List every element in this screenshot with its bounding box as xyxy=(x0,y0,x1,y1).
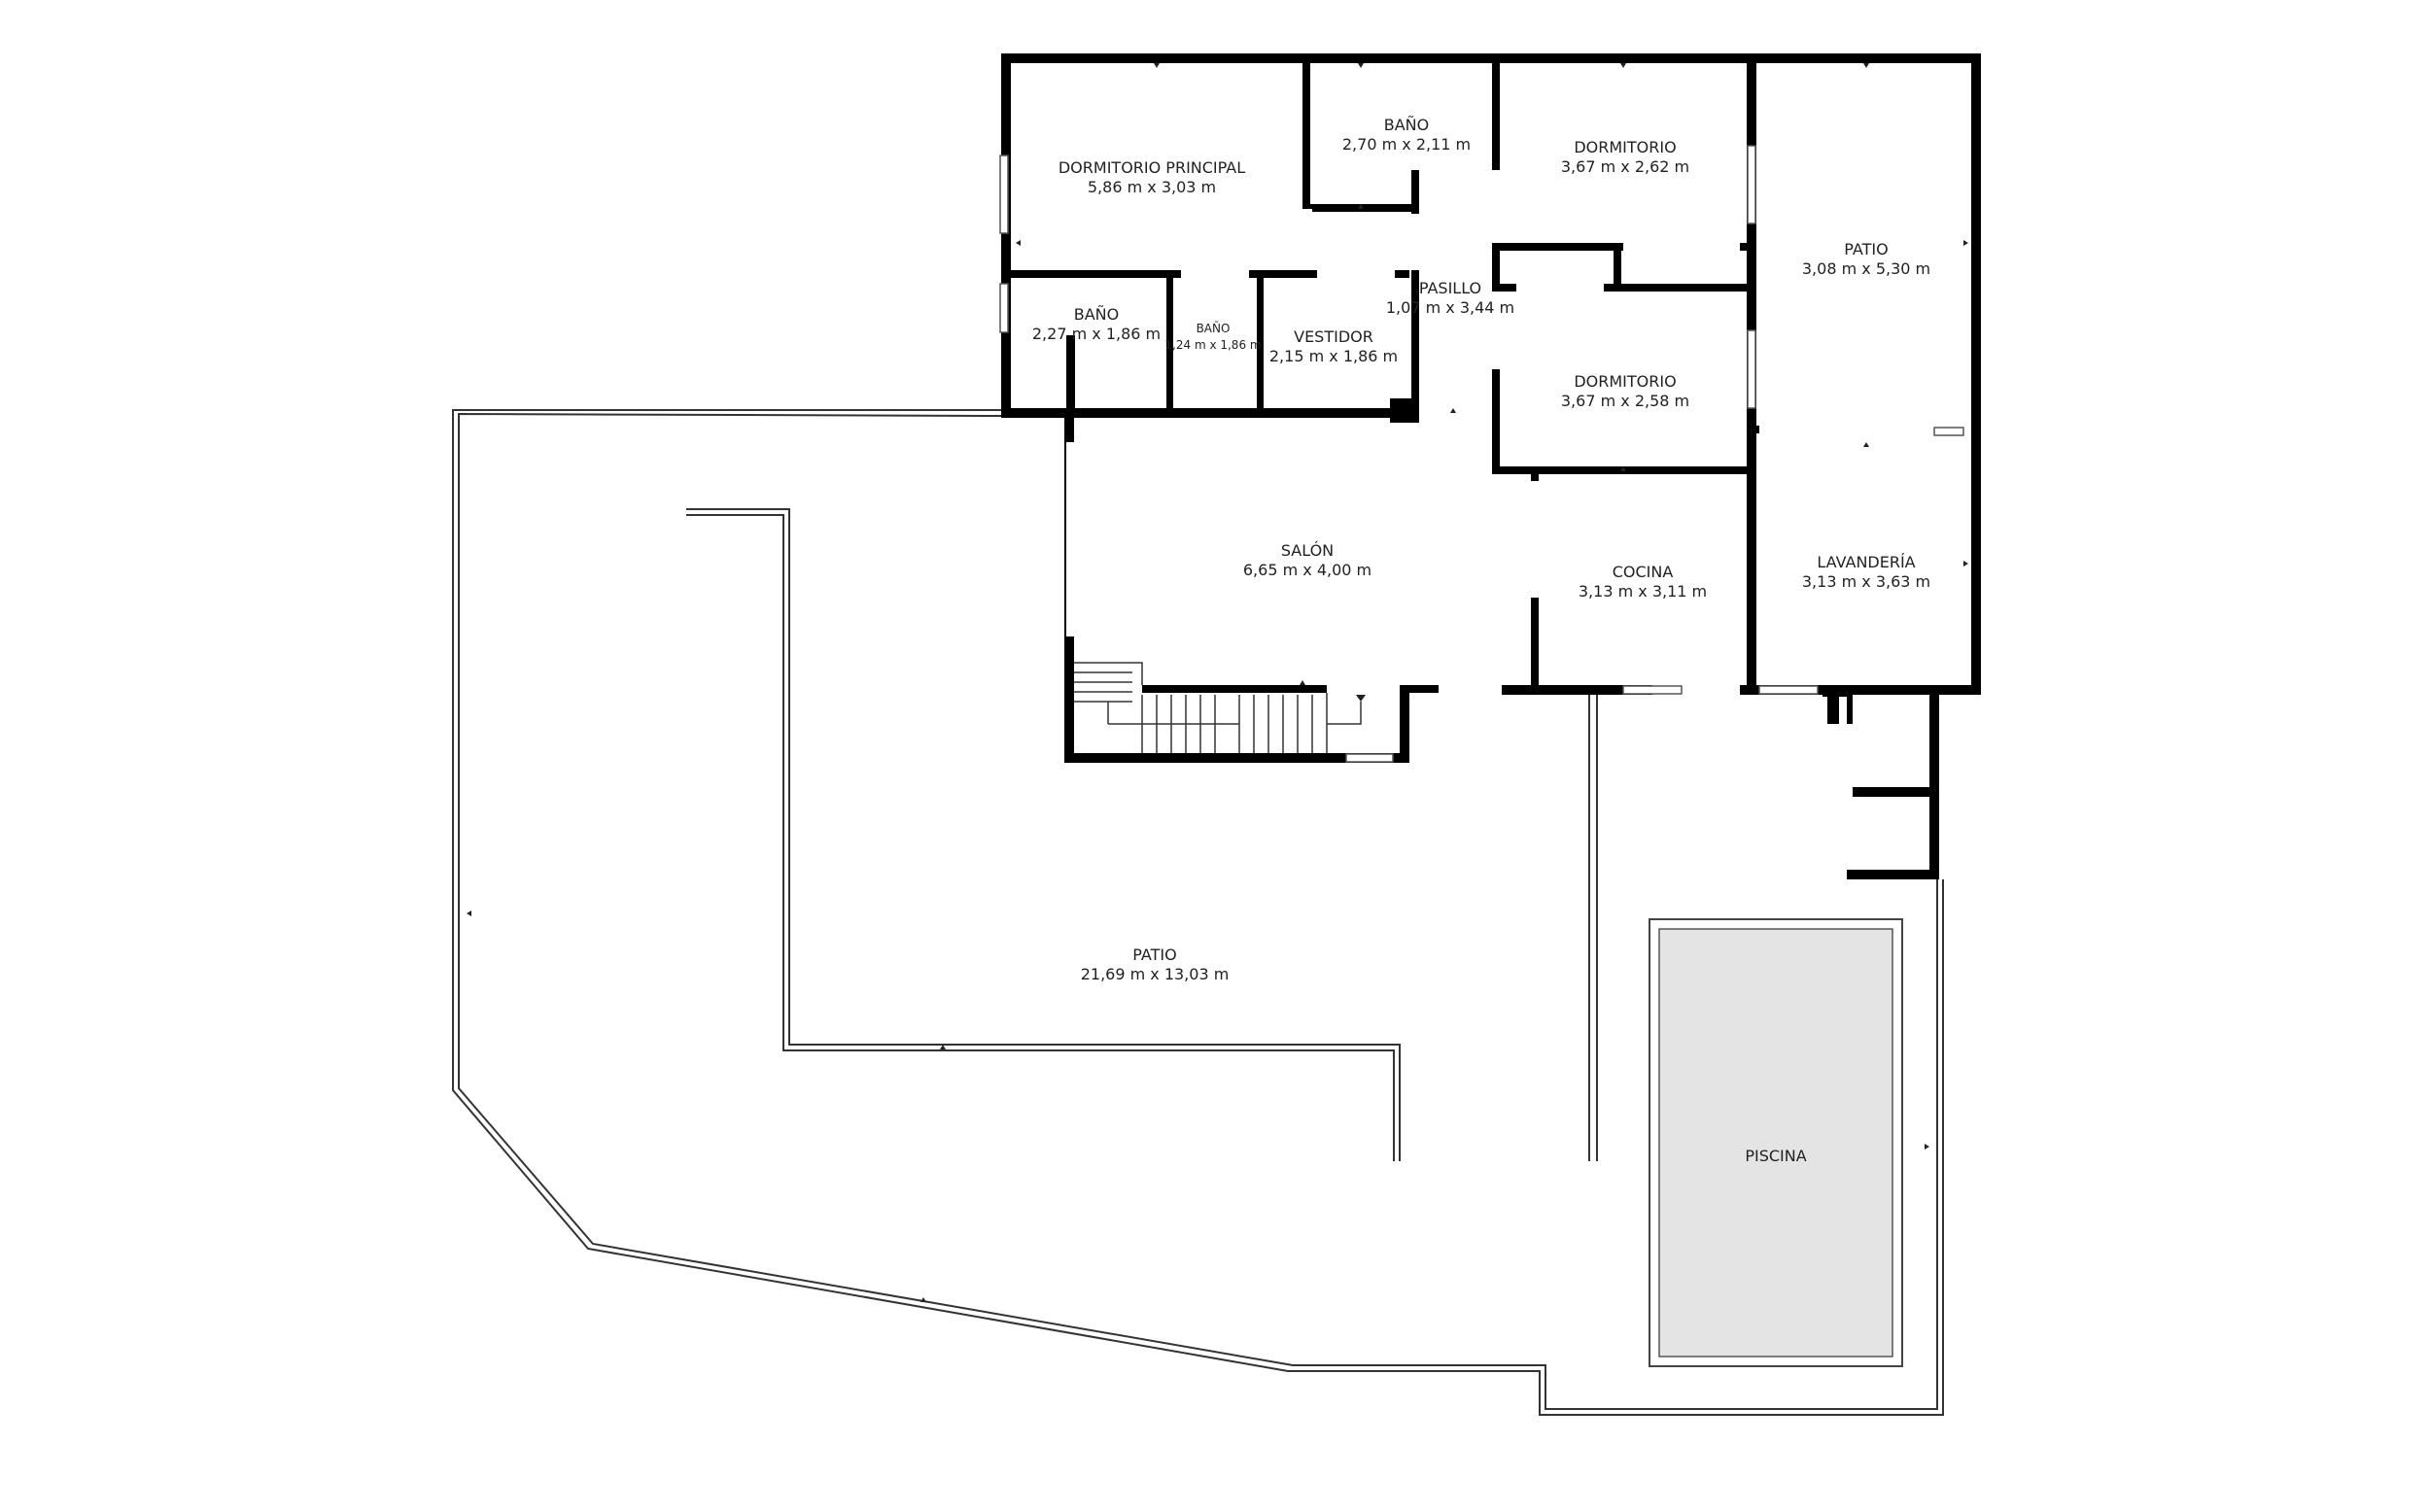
svg-text:PASILLO: PASILLO xyxy=(1419,279,1481,297)
stair-arrow-icon xyxy=(1356,695,1366,702)
svg-text:DORMITORIO: DORMITORIO xyxy=(1574,372,1676,391)
svg-text:BAÑO: BAÑO xyxy=(1384,116,1429,134)
svg-text:2,70 m x 2,11 m: 2,70 m x 2,11 m xyxy=(1342,135,1471,154)
svg-text:BAÑO: BAÑO xyxy=(1197,321,1231,335)
room-label-cocina: COCINA 3,13 m x 3,11 m xyxy=(1579,563,1707,601)
svg-text:DORMITORIO: DORMITORIO xyxy=(1574,138,1676,156)
svg-text:COCINA: COCINA xyxy=(1613,563,1674,581)
room-label-piscina: PISCINA xyxy=(1745,1147,1806,1165)
svg-text:1,07 m x 3,44 m: 1,07 m x 3,44 m xyxy=(1386,298,1514,317)
svg-text:3,08 m x 5,30 m: 3,08 m x 5,30 m xyxy=(1802,259,1930,278)
room-label-lavanderia: LAVANDERÍA 3,13 m x 3,63 m xyxy=(1802,553,1930,591)
svg-text:3,67 m x 2,58 m: 3,67 m x 2,58 m xyxy=(1561,392,1689,410)
room-label-patio-large: PATIO 21,69 m x 13,03 m xyxy=(1081,945,1230,983)
svg-text:SALÓN: SALÓN xyxy=(1281,541,1334,560)
svg-text:3,67 m x 2,62 m: 3,67 m x 2,62 m xyxy=(1561,157,1689,176)
windows xyxy=(999,145,1964,763)
room-label-bano-2: BAÑO 2,27 m x 1,86 m xyxy=(1032,305,1161,343)
room-label-dormitorio-1: DORMITORIO 3,67 m x 2,62 m xyxy=(1561,138,1689,176)
svg-text:PATIO: PATIO xyxy=(1132,945,1176,964)
svg-text:6,65 m x 4,00 m: 6,65 m x 4,00 m xyxy=(1243,561,1371,579)
openings xyxy=(1066,185,1934,870)
room-label-dormitorio-principal: DORMITORIO PRINCIPAL 5,86 m x 3,03 m xyxy=(1059,158,1245,196)
room-label-patio-small: PATIO 3,08 m x 5,30 m xyxy=(1802,240,1930,278)
svg-text:PATIO: PATIO xyxy=(1844,240,1888,258)
patio-boundary xyxy=(452,409,1944,1416)
room-label-bano-3: BAÑO 1,24 m x 1,86 m xyxy=(1164,321,1261,352)
room-label-salon: SALÓN 6,65 m x 4,00 m xyxy=(1243,541,1371,579)
svg-text:1,24 m x 1,86 m: 1,24 m x 1,86 m xyxy=(1164,338,1261,352)
svg-text:DORMITORIO PRINCIPAL: DORMITORIO PRINCIPAL xyxy=(1059,158,1245,177)
svg-text:2,27 m x 1,86 m: 2,27 m x 1,86 m xyxy=(1032,325,1161,343)
svg-text:BAÑO: BAÑO xyxy=(1074,305,1119,324)
door-markers xyxy=(467,63,1968,1302)
room-label-bano-1: BAÑO 2,70 m x 2,11 m xyxy=(1342,116,1471,154)
svg-text:2,15 m x 1,86 m: 2,15 m x 1,86 m xyxy=(1269,347,1398,365)
room-label-vestidor: VESTIDOR 2,15 m x 1,86 m xyxy=(1269,327,1398,365)
svg-text:3,13 m x 3,11 m: 3,13 m x 3,11 m xyxy=(1579,582,1707,601)
svg-text:5,86 m x 3,03 m: 5,86 m x 3,03 m xyxy=(1088,178,1216,196)
svg-text:LAVANDERÍA: LAVANDERÍA xyxy=(1817,553,1915,571)
svg-text:3,13 m x 3,63 m: 3,13 m x 3,63 m xyxy=(1802,572,1930,591)
room-label-dormitorio-2: DORMITORIO 3,67 m x 2,58 m xyxy=(1561,372,1689,410)
svg-text:VESTIDOR: VESTIDOR xyxy=(1294,327,1373,346)
svg-text:PISCINA: PISCINA xyxy=(1745,1147,1806,1165)
staircase xyxy=(1074,662,1362,753)
room-label-pasillo: PASILLO 1,07 m x 3,44 m xyxy=(1386,279,1514,317)
svg-text:21,69 m x 13,03 m: 21,69 m x 13,03 m xyxy=(1081,965,1230,983)
pool xyxy=(1649,918,1903,1367)
